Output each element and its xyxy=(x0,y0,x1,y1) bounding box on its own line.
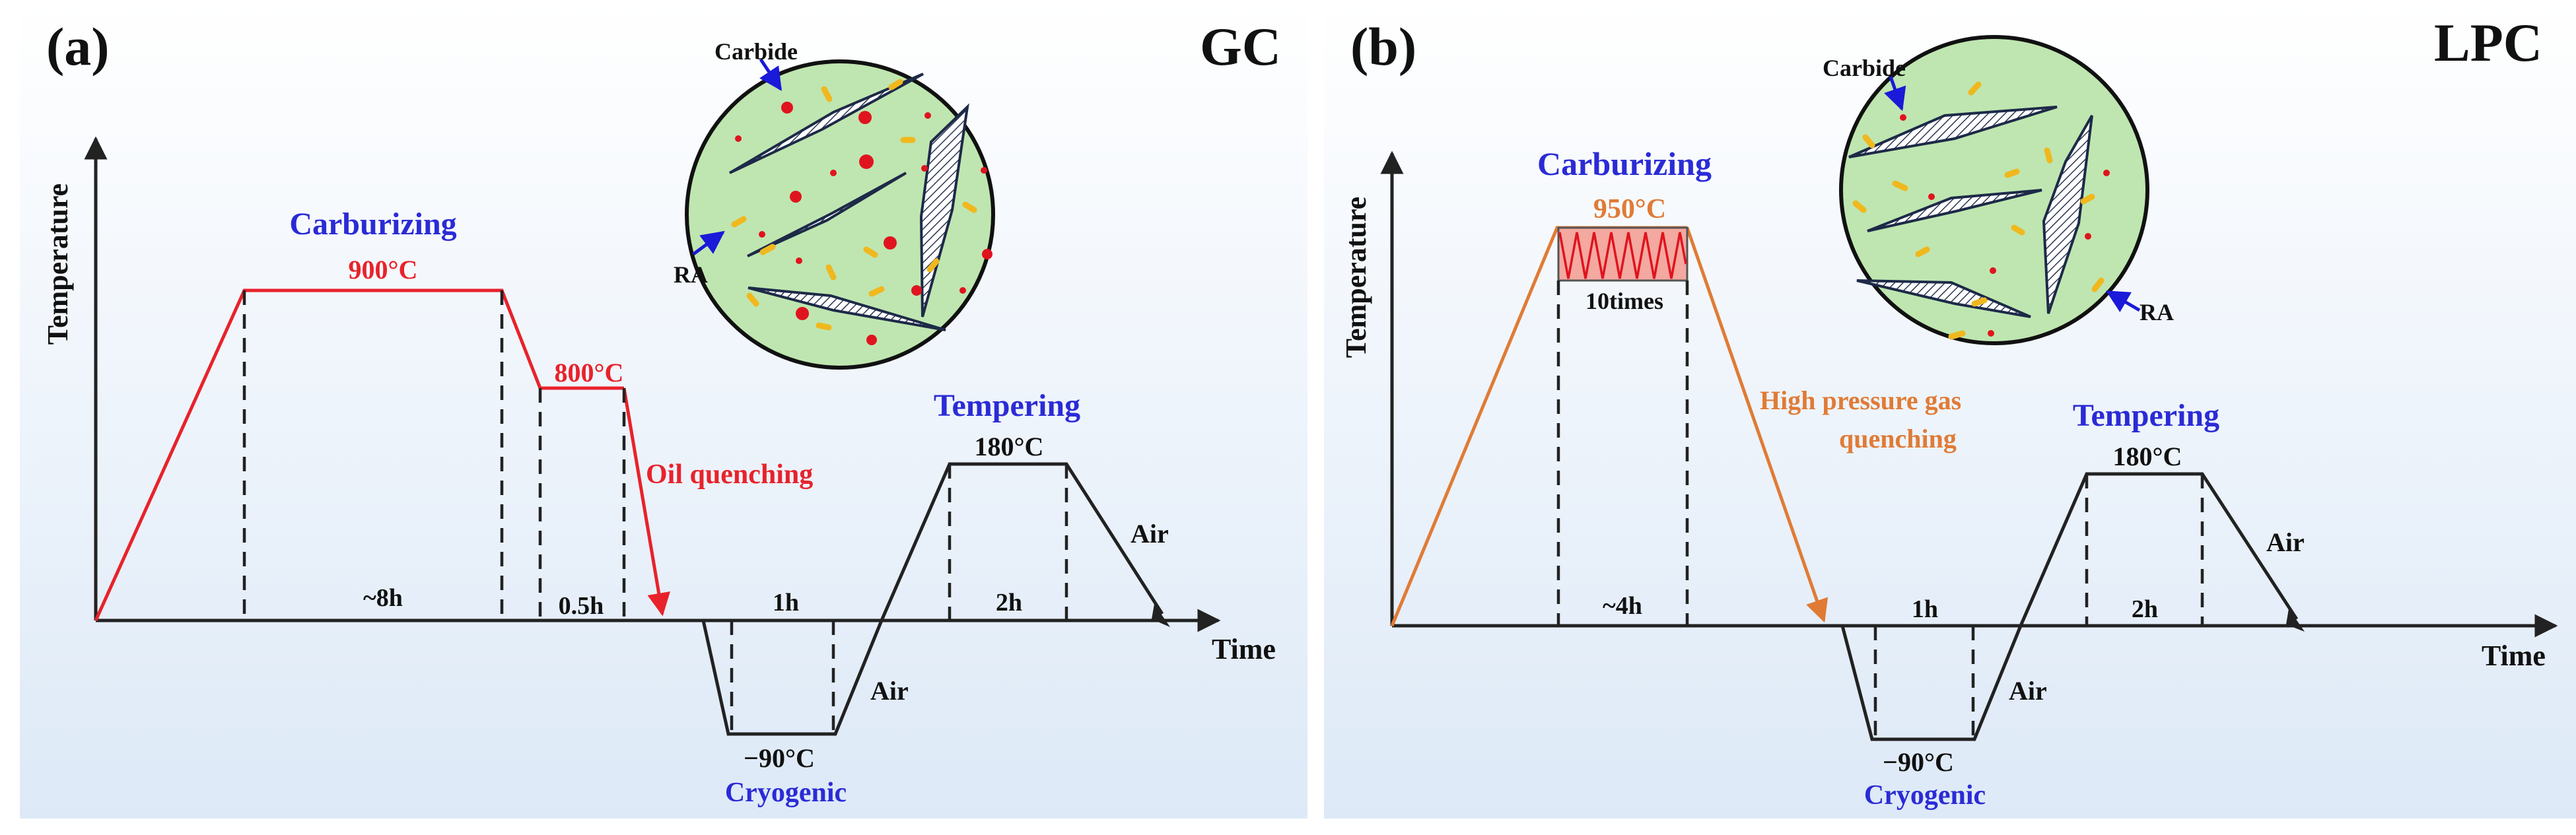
panel-b-label: (b) xyxy=(1350,17,1416,77)
panel-b-tempering-label: Tempering xyxy=(2073,398,2219,433)
panel-a-duration-1: ~8h xyxy=(363,584,403,612)
panel-a-quench-label: Oil quenching xyxy=(646,459,813,490)
panel-b: (b) LPC Temperature Time Carburizing 9 xyxy=(1324,0,2576,818)
panel-a-tempering-label: Tempering xyxy=(934,388,1080,423)
panel-a-carburizing-label: Carburizing xyxy=(289,207,456,242)
panel-b-carb-temp: 950°C xyxy=(1593,194,1666,224)
panel-a-duration-4: 2h xyxy=(996,589,1022,617)
panel-b-duration-1: ~4h xyxy=(1603,592,1642,620)
panel-b-ra-label: RA xyxy=(2140,299,2174,325)
panel-a-tag: GC xyxy=(1200,17,1281,77)
panel-a-air-1: Air xyxy=(870,676,909,706)
panel-b-air-1: Air xyxy=(2009,676,2047,706)
panel-a-oil-quench-line xyxy=(622,387,670,617)
panel-a-carbide-label: Carbide xyxy=(714,38,798,65)
panel-b-quench-label-2: quenching xyxy=(1839,424,1957,453)
panel-a-background xyxy=(20,0,1307,818)
panel-b-cryogenic-label: Cryogenic xyxy=(1864,780,1986,811)
panel-b-carburizing-label: Carburizing xyxy=(1537,145,1712,182)
panel-b-tag: LPC xyxy=(2434,13,2542,73)
panel-a-cryo-temp: −90°C xyxy=(744,743,815,773)
panel-a-x-axis-label: Time xyxy=(1212,633,1276,665)
panel-b-duration-3: 2h xyxy=(2132,595,2158,623)
panel-a: (a) GC Temperature Time Carburizing 900°… xyxy=(20,0,1307,818)
panel-a-carb-temp: 900°C xyxy=(349,255,418,284)
panel-b-quench-label-1: High pressure gas xyxy=(1760,385,1961,415)
panel-a-air-2: Air xyxy=(1131,519,1169,549)
panel-b-gas-quench-line xyxy=(1685,227,1828,623)
panel-b-temper-temp: 180°C xyxy=(2113,442,2182,471)
panel-a-cryogenic-label: Cryogenic xyxy=(725,778,847,808)
panel-b-pulses-label: 10times xyxy=(1585,288,1663,314)
panel-b-microstructure-inset xyxy=(1839,35,2149,345)
panel-a-temper-temp: 180°C xyxy=(975,432,1044,461)
panel-a-dashes xyxy=(242,290,1068,734)
panel-a-y-axis-label: Temperature xyxy=(42,184,74,345)
panel-b-pulse-box xyxy=(1557,226,1688,282)
panel-b-air-2: Air xyxy=(2266,527,2305,557)
panel-a-cooling-arrowhead xyxy=(1152,604,1170,627)
panel-a-ra-label: RA xyxy=(674,261,708,288)
panel-a-duration-3: 1h xyxy=(773,589,799,617)
panel-a-duration-2: 0.5h xyxy=(559,592,604,620)
panel-b-carbide-label: Carbide xyxy=(1823,55,1906,81)
panel-b-cryo-temp: −90°C xyxy=(1883,747,1954,777)
panel-a-diffusion-temp: 800°C xyxy=(555,358,624,387)
panel-a-label: (a) xyxy=(46,17,110,77)
panel-b-x-axis-label: Time xyxy=(2482,640,2546,672)
panel-b-y-axis-label: Temperature xyxy=(1340,197,1372,358)
panel-b-dashes xyxy=(1556,281,2204,739)
panel-b-cooling-arrowhead xyxy=(2286,609,2305,632)
panel-b-duration-2: 1h xyxy=(1912,595,1938,623)
panel-a-microstructure-inset xyxy=(685,58,995,370)
